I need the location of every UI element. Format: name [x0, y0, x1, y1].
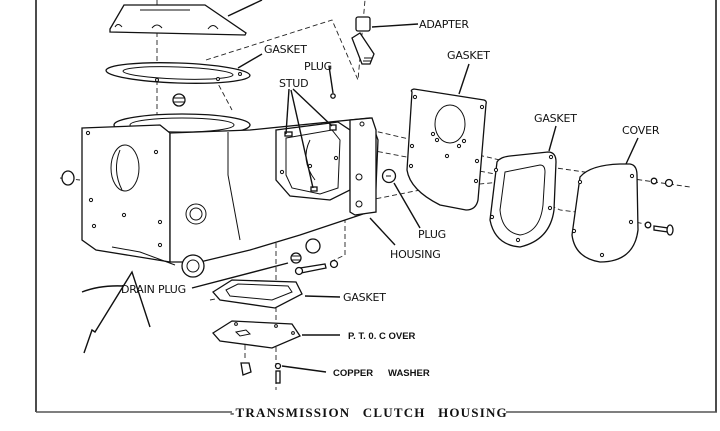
small-plug-top-part — [172, 93, 186, 107]
diagram-frame — [35, 0, 717, 413]
side-plug-part — [381, 168, 397, 184]
adapter-part — [351, 16, 419, 65]
top-gasket-part — [105, 53, 263, 84]
housing-part — [61, 93, 379, 278]
label-plug-side: PLUG — [418, 228, 446, 241]
cover-part — [571, 137, 674, 263]
bottom-gasket-part — [212, 279, 341, 309]
label-stud: STUD — [279, 77, 308, 90]
label-copper: COPPER — [333, 368, 373, 379]
figure-caption: -TRANSMISSION CLUTCH HOUSING — [230, 405, 508, 420]
label-plug-top: PLUG — [304, 60, 332, 73]
label-washer: WASHER — [388, 368, 430, 379]
label-housing: HOUSING — [390, 248, 441, 261]
leader-lines — [191, 65, 421, 289]
handwritten-scribble — [81, 270, 151, 354]
top-cover-part — [109, 0, 263, 36]
label-drain-plug: DRAIN PLUG — [121, 283, 186, 296]
caption-title: TRANSMISSION CLUTCH HOUSING — [236, 405, 508, 420]
part-labels: ADAPTER GASKET PLUG STUD GASKET GASKET C… — [121, 18, 660, 379]
label-pto-cover: P. T. 0. C OVER — [348, 331, 416, 342]
label-gasket-right-upper: GASKET — [447, 49, 490, 62]
right-gasket-lower-part — [489, 125, 557, 248]
copper-washer-part — [240, 362, 327, 384]
label-adapter: ADAPTER — [419, 18, 469, 31]
right-gasket-upper-part — [406, 63, 487, 211]
drain-plug-part — [290, 252, 339, 276]
label-gasket-top: GASKET — [264, 43, 307, 56]
label-gasket-bottom: GASKET — [343, 291, 386, 304]
label-gasket-right-lower: GASKET — [534, 112, 577, 125]
label-cover: COVER — [622, 124, 660, 137]
pto-cover-part — [212, 320, 340, 349]
caption-prefix: - — [230, 405, 236, 420]
